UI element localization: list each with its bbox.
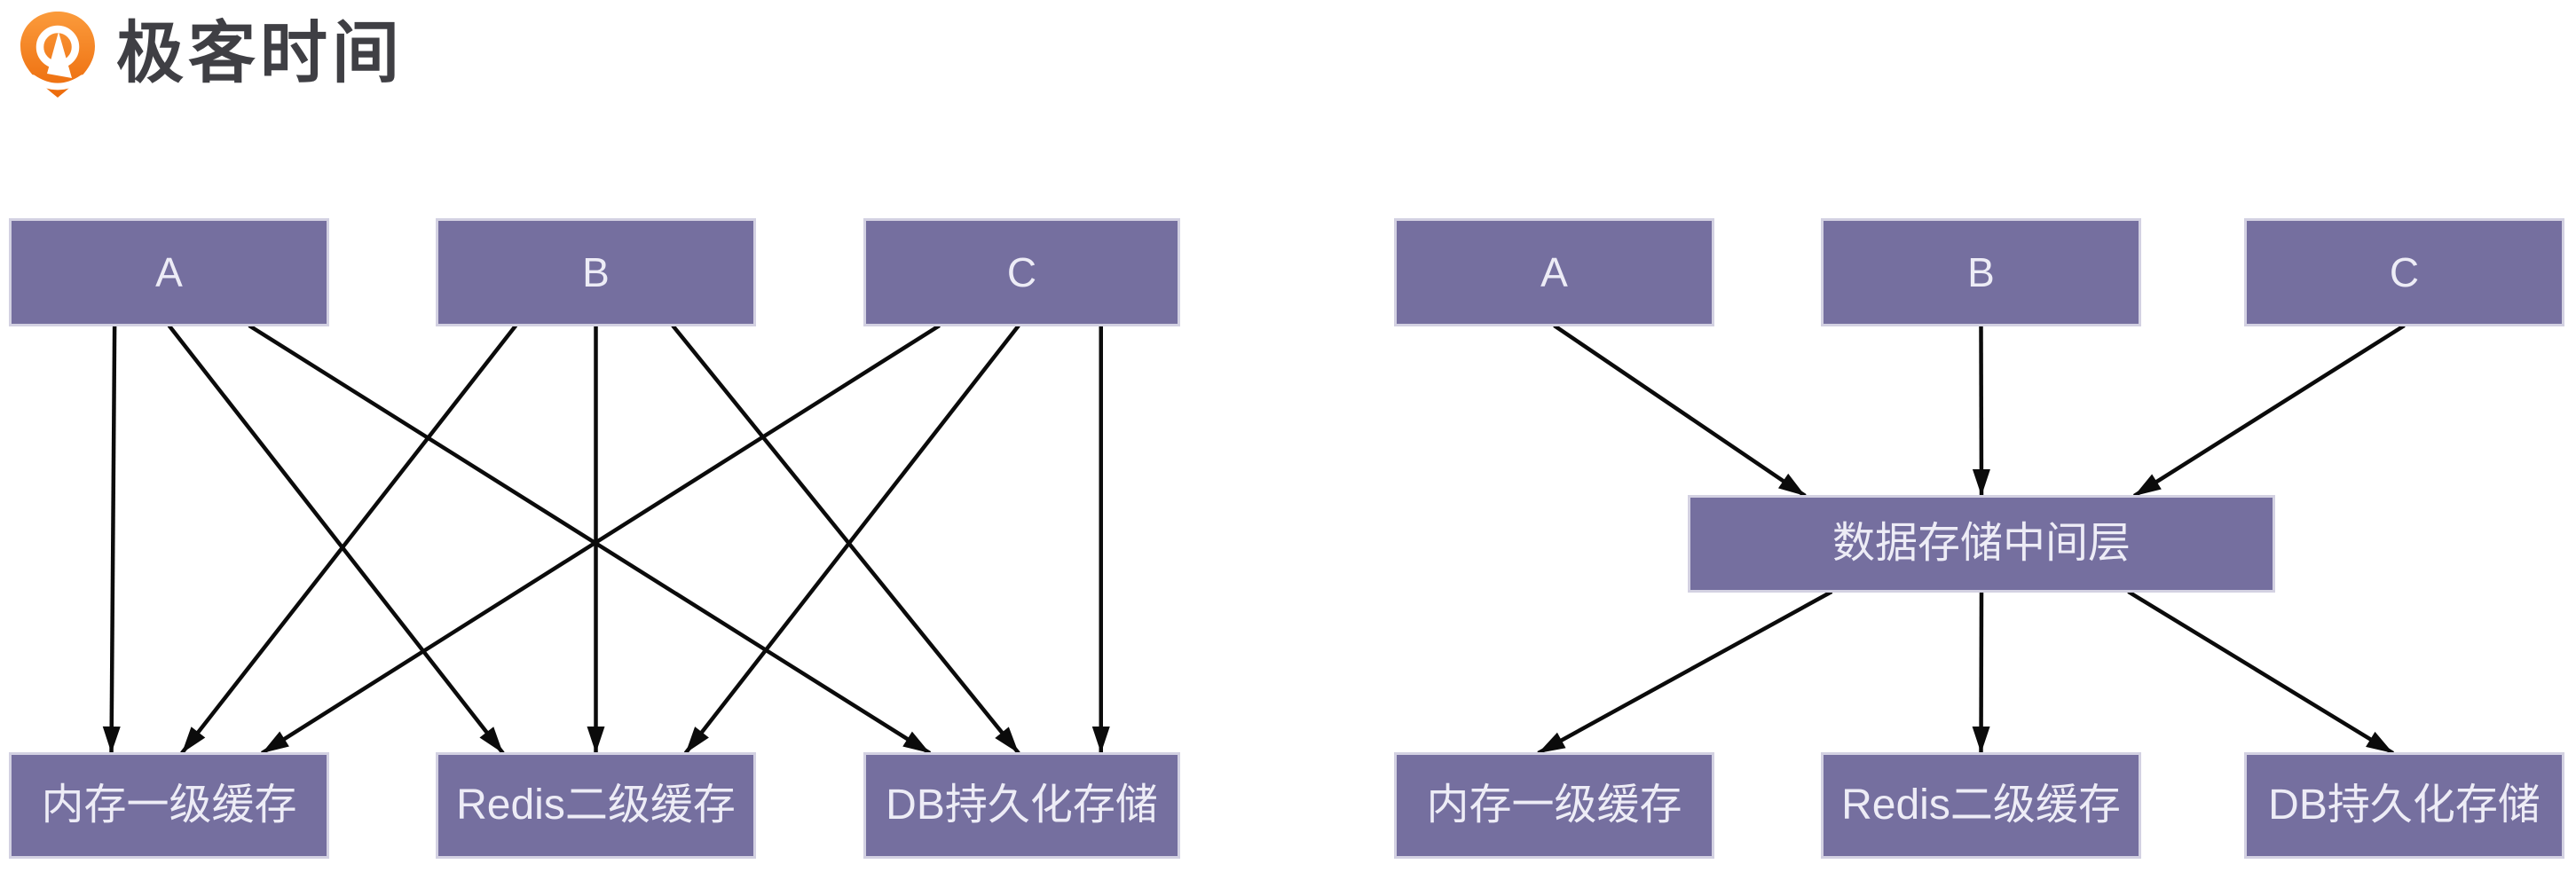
node-service-c-right: C bbox=[2244, 218, 2564, 326]
arrow-l_top_a-to-l_bot_3 bbox=[248, 324, 932, 755]
node-redis-l2-cache-left: Redis二级缓存 bbox=[436, 752, 756, 859]
arrow-r_top_b-to-r_mid bbox=[1972, 325, 1990, 497]
arrow-r_top_c-to-r_mid bbox=[2132, 324, 2406, 498]
arrow-l_top_b-to-l_bot_1 bbox=[180, 324, 518, 755]
arrow-l_top_b-to-l_bot_3 bbox=[671, 324, 1020, 755]
node-service-b-left: B bbox=[436, 218, 756, 326]
arrow-l_top_c-to-l_bot_2 bbox=[683, 324, 1020, 755]
arrow-l_top_c-to-l_bot_1 bbox=[260, 324, 941, 755]
node-db-persistent-storage-left: DB持久化存储 bbox=[863, 752, 1180, 859]
arrow-r_mid-to-r_bot_2 bbox=[1972, 591, 1990, 754]
node-service-a-left: A bbox=[9, 218, 329, 326]
node-db-persistent-storage-right: DB持久化存储 bbox=[2244, 752, 2564, 859]
node-redis-l2-cache-right: Redis二级缓存 bbox=[1821, 752, 2141, 859]
node-memory-l1-cache-right: 内存一级缓存 bbox=[1394, 752, 1714, 859]
geektime-logo: 极客时间 bbox=[13, 9, 404, 99]
node-data-storage-middle-layer: 数据存储中间层 bbox=[1688, 495, 2275, 593]
arrow-l_top_a-to-l_bot_1 bbox=[102, 325, 121, 754]
logo-wordmark: 极客时间 bbox=[116, 16, 404, 91]
node-memory-l1-cache-left: 内存一级缓存 bbox=[9, 752, 329, 859]
geektime-pin-icon bbox=[20, 12, 95, 98]
node-service-a-right: A bbox=[1394, 218, 1714, 326]
arrow-l_top_a-to-l_bot_2 bbox=[167, 324, 505, 755]
arrow-r_mid-to-r_bot_3 bbox=[2127, 590, 2395, 755]
node-service-b-right: B bbox=[1821, 218, 2141, 326]
arrow-r_mid-to-r_bot_1 bbox=[1537, 590, 1833, 755]
arrow-r_top_a-to-r_mid bbox=[1553, 324, 1807, 498]
node-service-c-left: C bbox=[863, 218, 1180, 326]
